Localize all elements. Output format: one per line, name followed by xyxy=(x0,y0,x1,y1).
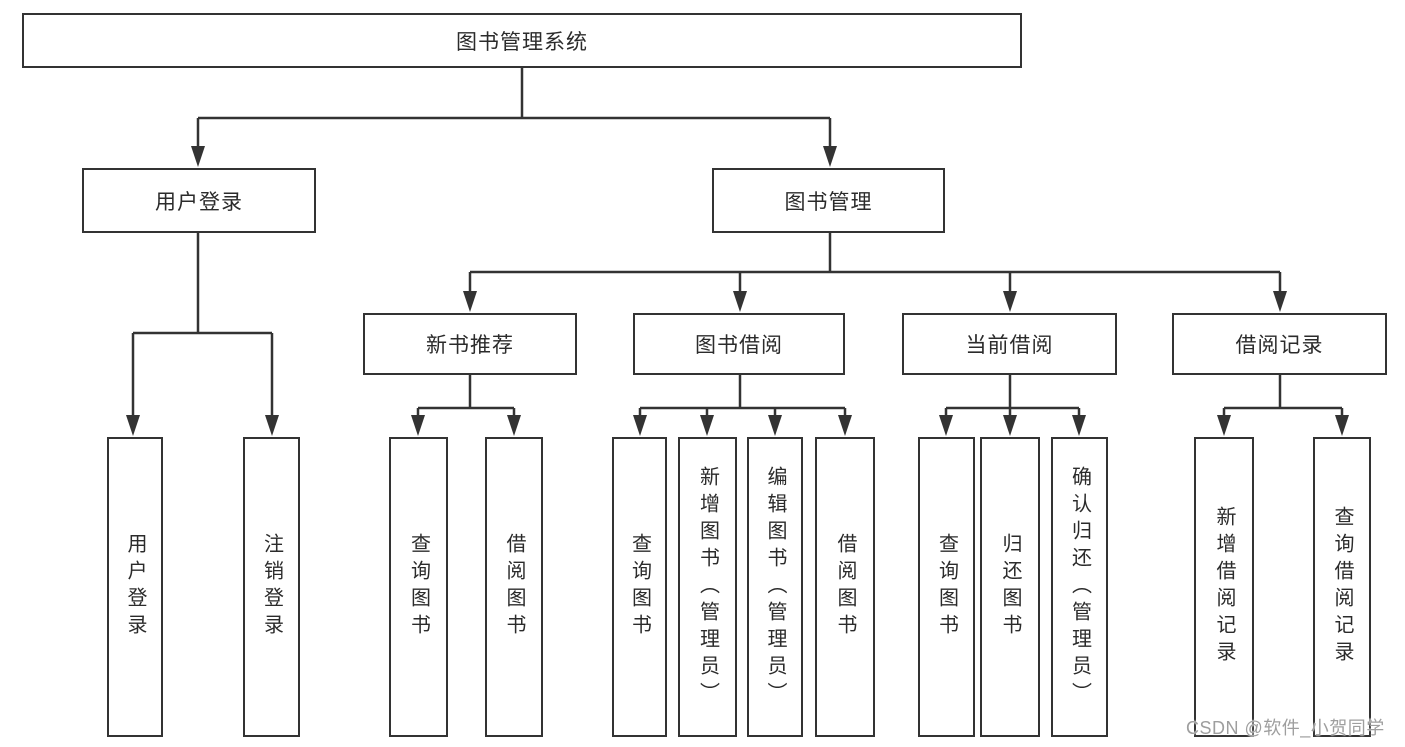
node-new-book-recommend-label: 新书推荐 xyxy=(426,334,514,357)
leaf-borrow-books-label: 借阅图书 xyxy=(834,533,856,641)
leaf-user-login-label: 用户登录 xyxy=(124,533,146,641)
leaf-return-books: 归还图书 xyxy=(980,437,1040,737)
node-borrowing-records-label: 借阅记录 xyxy=(1235,334,1324,357)
leaf-add-borrow-record-label: 新增借阅记录 xyxy=(1213,506,1235,668)
leaf-user-login: 用户登录 xyxy=(107,437,163,737)
leaf-current-query-books: 查询图书 xyxy=(918,437,975,737)
node-current-borrowing-label: 当前借阅 xyxy=(965,334,1054,357)
leaf-return-books-label: 归还图书 xyxy=(999,533,1021,641)
node-user-login-label: 用户登录 xyxy=(155,190,243,214)
leaf-add-borrow-record: 新增借阅记录 xyxy=(1194,437,1254,737)
leaf-query-borrow-record: 查询借阅记录 xyxy=(1313,437,1371,737)
leaf-borrow-query-books-label: 查询图书 xyxy=(628,533,651,641)
node-book-management-label: 图书管理 xyxy=(784,190,873,214)
arrowheads xyxy=(126,146,1349,436)
leaf-newbooks-borrow-label: 借阅图书 xyxy=(503,533,525,641)
node-borrowing-records: 借阅记录 xyxy=(1172,313,1387,375)
leaf-borrow-query-books: 查询图书 xyxy=(612,437,667,737)
leaf-logout: 注销登录 xyxy=(243,437,300,737)
leaf-newbooks-query: 查询图书 xyxy=(389,437,448,737)
node-new-book-recommend: 新书推荐 xyxy=(363,313,577,375)
node-book-management: 图书管理 xyxy=(712,168,945,233)
leaf-logout-label: 注销登录 xyxy=(260,533,283,641)
node-user-login: 用户登录 xyxy=(82,168,316,233)
leaf-newbooks-borrow: 借阅图书 xyxy=(485,437,543,737)
leaf-add-book-admin: 新增图书（管理员） xyxy=(678,437,737,737)
leaf-query-borrow-record-label: 查询借阅记录 xyxy=(1331,506,1353,668)
csdn-watermark: CSDN @软件_小贺同学 xyxy=(1186,718,1385,738)
node-book-borrowing: 图书借阅 xyxy=(633,313,845,375)
leaf-edit-book-admin: 编辑图书（管理员） xyxy=(747,437,803,737)
node-root-system: 图书管理系统 xyxy=(22,13,1022,68)
leaf-current-query-books-label: 查询图书 xyxy=(935,533,958,641)
leaf-confirm-return-admin-label: 确认归还（管理员） xyxy=(1068,465,1091,709)
leaf-edit-book-admin-label: 编辑图书（管理员） xyxy=(764,465,786,709)
leaf-borrow-books: 借阅图书 xyxy=(815,437,875,737)
leaf-newbooks-query-label: 查询图书 xyxy=(407,533,430,641)
leaf-confirm-return-admin: 确认归还（管理员） xyxy=(1051,437,1108,737)
node-root-label: 图书管理系统 xyxy=(456,30,588,54)
node-book-borrowing-label: 图书借阅 xyxy=(695,334,783,357)
node-current-borrowing: 当前借阅 xyxy=(902,313,1117,375)
leaf-add-book-admin-label: 新增图书（管理员） xyxy=(696,465,719,709)
